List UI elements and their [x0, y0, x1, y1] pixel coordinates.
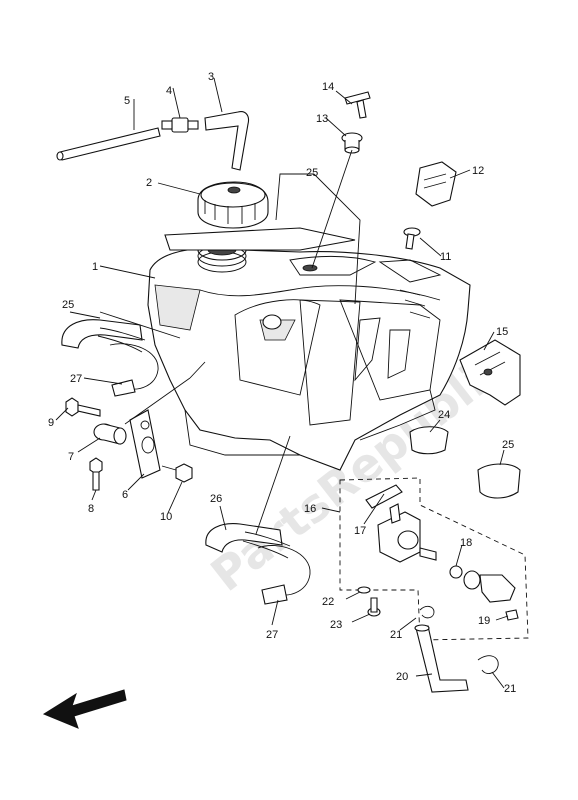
callout-17: 17: [354, 525, 366, 537]
callout-21-upper: 21: [390, 629, 402, 641]
callout-14: 14: [322, 81, 334, 93]
damper-27-lower: [477, 463, 521, 499]
vent-hose: [56, 127, 161, 161]
breather-hose: [204, 111, 250, 171]
lever-19: [463, 570, 519, 621]
callout-1: 1: [92, 261, 98, 273]
band-24-upper: [61, 319, 146, 353]
breather-joint: [161, 117, 199, 133]
callout-18: 18: [460, 537, 472, 549]
callout-27-upper: 24: [438, 409, 450, 421]
callout-5: 5: [124, 95, 130, 107]
screw-23: [367, 597, 381, 617]
fuel-cap: [197, 181, 269, 229]
callout-19: 19: [478, 615, 490, 627]
callout-13: 13: [316, 113, 328, 125]
screw-11: [403, 227, 421, 250]
fuel-strainer-17: [365, 484, 403, 509]
clamp-25-lower: [257, 545, 311, 605]
callout-24-lower: 26: [210, 493, 222, 505]
callout-4: 4: [166, 85, 172, 97]
bolt-14: [344, 91, 371, 119]
callout-15: 15: [496, 326, 508, 338]
callout-8: 8: [88, 503, 94, 515]
bracket-15: [459, 339, 521, 406]
callout-27-lower: 25: [502, 439, 514, 451]
callout-16: 16: [304, 503, 316, 515]
callout-7: 7: [68, 451, 74, 463]
o-ring-18: [449, 565, 463, 579]
callout-26: 25: [306, 167, 318, 179]
clip-21-lower: [477, 655, 499, 674]
bolt-9: [65, 397, 101, 417]
clip-12: [415, 161, 457, 207]
front-arrow-icon: [42, 689, 127, 729]
damper-7: [93, 423, 127, 445]
callout-22: 22: [322, 596, 334, 608]
bracket-6: [129, 409, 161, 479]
callout-12: 12: [472, 165, 484, 177]
callout-25-lower: 27: [266, 629, 278, 641]
callout-6: 6: [122, 489, 128, 501]
clip-21-upper: [419, 605, 435, 619]
callout-11: 11: [440, 251, 451, 263]
nut-10: [161, 463, 193, 483]
callout-9: 9: [48, 417, 54, 429]
callout-24-upper: 25: [62, 299, 74, 311]
fuel-hose-20: [414, 624, 469, 693]
leader-lines: [55, 77, 509, 689]
washer-22: [357, 586, 371, 594]
fuel-cock-body: [377, 503, 437, 563]
band-24-lower: [205, 523, 291, 559]
callout-21-lower: 21: [504, 683, 516, 695]
damper-27-upper: [409, 426, 449, 455]
bolt-8: [89, 457, 103, 491]
callout-23: 23: [330, 619, 342, 631]
callout-2: 2: [146, 177, 152, 189]
callout-20: 20: [396, 671, 408, 683]
callout-10: 10: [160, 511, 172, 523]
callout-3: 3: [208, 71, 214, 83]
clamp-25-upper: [109, 343, 159, 397]
fuel-tank: [147, 227, 471, 471]
callouts: 5 4 3 2 1 14 13 25 12 11 15 25 27 9 7 8 …: [48, 71, 516, 695]
callout-25-upper: 27: [70, 373, 82, 385]
